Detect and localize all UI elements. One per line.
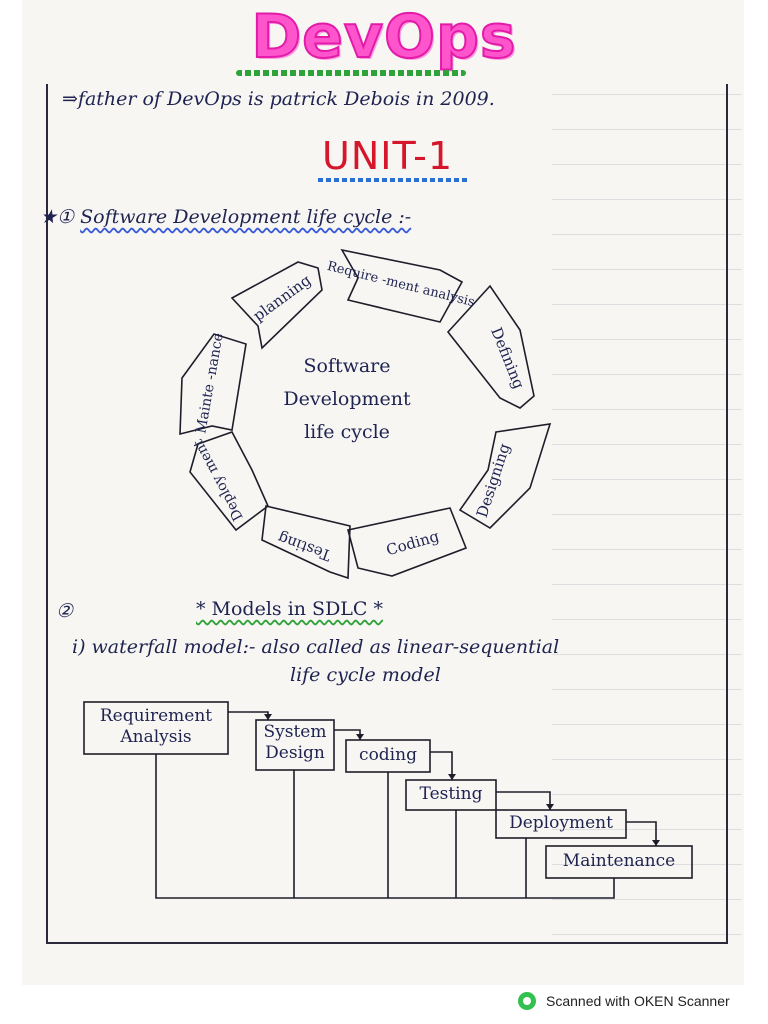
section2-marker: ② bbox=[56, 600, 74, 622]
scanner-text: Scanned with OKEN Scanner bbox=[546, 993, 730, 1009]
cycle-center-label: Software Development life cycle bbox=[262, 350, 432, 449]
wf-box-system-design bbox=[255, 719, 335, 771]
wf-box-deployment bbox=[495, 809, 627, 839]
unit-underline bbox=[318, 178, 468, 182]
wf-step-testing: Testing bbox=[419, 784, 483, 804]
notebook-page bbox=[22, 0, 744, 985]
cycle-center-line-3: life cycle bbox=[304, 421, 390, 443]
unit-heading: UNIT-1 bbox=[322, 134, 454, 178]
cycle-center-line-1: Software bbox=[303, 355, 391, 377]
cycle-arrow-coding bbox=[347, 507, 468, 577]
sdlc-cycle-diagram: planning Require -ment analysis Defining… bbox=[179, 248, 552, 580]
scanner-watermark: Scanned with OKEN Scanner bbox=[518, 990, 730, 1012]
wf-connector-4 bbox=[496, 791, 551, 810]
cycle-arrow-deployment bbox=[189, 431, 269, 532]
wf-step-coding: coding bbox=[359, 745, 417, 765]
wf-step-system-design: System Design bbox=[263, 722, 327, 763]
cycle-arrow-designing bbox=[458, 423, 552, 530]
wf-box-testing bbox=[405, 779, 497, 811]
waterfall-definition-line2: life cycle model bbox=[290, 664, 441, 686]
section1-title: Software Development life cycle :- bbox=[80, 206, 412, 228]
cycle-arrow-testing bbox=[261, 505, 351, 580]
cycle-arrow-maintenance bbox=[179, 333, 247, 436]
cycle-arrow-requirement bbox=[340, 248, 464, 323]
wf-step-requirement-text: Requirement Analysis bbox=[99, 706, 213, 747]
page-title: DevOps bbox=[250, 1, 517, 73]
cycle-arrow-defining bbox=[446, 284, 535, 409]
cycle-arrow-planning bbox=[230, 261, 323, 350]
wf-step-requirement-analysis: Requirement Analysis bbox=[84, 706, 228, 748]
wf-step-deployment: Deployment bbox=[509, 813, 613, 833]
wf-connector-5 bbox=[626, 821, 657, 846]
title-underline bbox=[236, 70, 466, 76]
wf-connector-2 bbox=[334, 729, 361, 740]
waterfall-definition-line1: i) waterfall model:- also called as line… bbox=[72, 636, 560, 658]
section1-heading: ★① Software Development life cycle :- bbox=[40, 206, 411, 228]
wf-connector-1 bbox=[228, 711, 269, 720]
wf-box-maintenance bbox=[545, 845, 693, 879]
section2-heading: * Models in SDLC * bbox=[196, 598, 384, 620]
page-border bbox=[46, 84, 728, 944]
wf-feedback-lines bbox=[155, 754, 615, 899]
section1-marker: ★① bbox=[40, 206, 75, 228]
cycle-center-line-2: Development bbox=[283, 388, 411, 410]
father-of-devops-line: ⇒father of DevOps is patrick Debois in 2… bbox=[62, 88, 495, 110]
wf-step-maintenance: Maintenance bbox=[562, 851, 676, 871]
oken-scanner-logo-icon bbox=[518, 992, 538, 1010]
wf-connector-3 bbox=[430, 751, 453, 780]
